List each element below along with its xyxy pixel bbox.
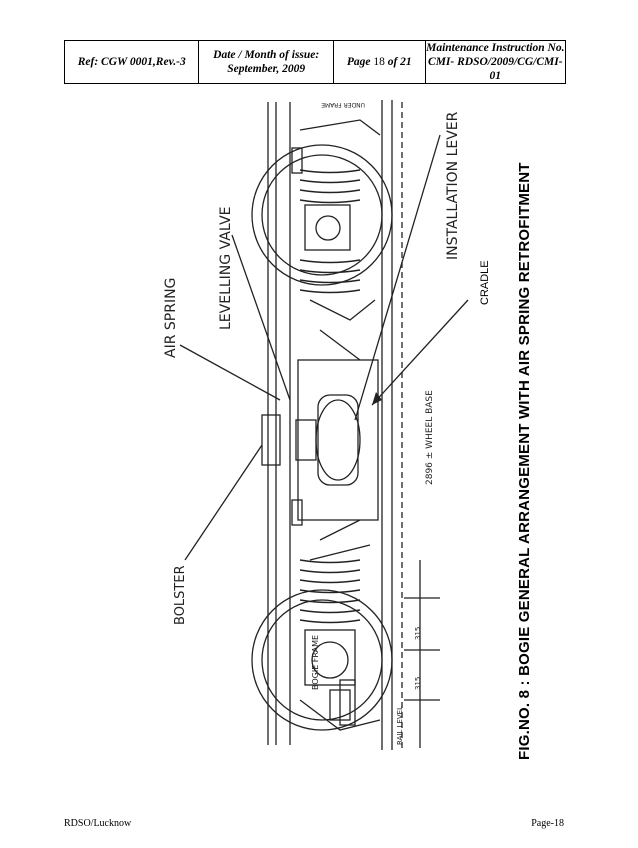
ref-text: Ref: CGW 0001,Rev.-3 — [77, 56, 186, 68]
label-dim-1: 315 — [414, 627, 422, 640]
figure-title: FIG.NO. 8 : BOGIE GENERAL ARRANGEMENT WI… — [516, 162, 533, 760]
date-label: Date / Month of issue: — [213, 49, 320, 61]
header-ref: Ref: CGW 0001,Rev.-3 — [65, 41, 200, 83]
header-mi: Maintenance Instruction No. CMI- RDSO/20… — [426, 41, 565, 83]
label-installation-lever: INSTALLATION LEVER — [445, 111, 461, 260]
label-dim-2: 315 — [414, 677, 422, 690]
footer-right: Page-18 — [531, 818, 564, 829]
page-of: of 21 — [387, 56, 412, 68]
page-number: 18 — [373, 56, 385, 68]
label-wheel-base: 2896 ± WHEEL BASE — [425, 390, 435, 485]
header-page: Page 18 of 21 — [334, 41, 426, 83]
label-bolster: BOLSTER — [173, 565, 188, 625]
label-air-spring: AIR SPRING — [163, 278, 179, 358]
label-levelling-valve: LEVELLING VALVE — [218, 206, 234, 330]
footer-left: RDSO/Lucknow — [64, 818, 132, 829]
label-bogie-frame: BOGIE FRAME — [311, 635, 320, 690]
header-date: Date / Month of issue: September, 2009 — [199, 41, 334, 83]
label-rail-level: RAIL LEVEL — [396, 706, 404, 745]
label-under-frame: UNDER FRAME — [321, 101, 365, 108]
mi-value: CMI- RDSO/2009/CG/CMI-01 — [428, 56, 563, 82]
mi-label: Maintenance Instruction No. — [426, 42, 565, 54]
label-cradle: CRADLE — [479, 260, 491, 305]
date-value: September, 2009 — [227, 63, 306, 75]
document-header: Ref: CGW 0001,Rev.-3 Date / Month of iss… — [64, 40, 566, 84]
page-prefix: Page — [346, 56, 371, 68]
